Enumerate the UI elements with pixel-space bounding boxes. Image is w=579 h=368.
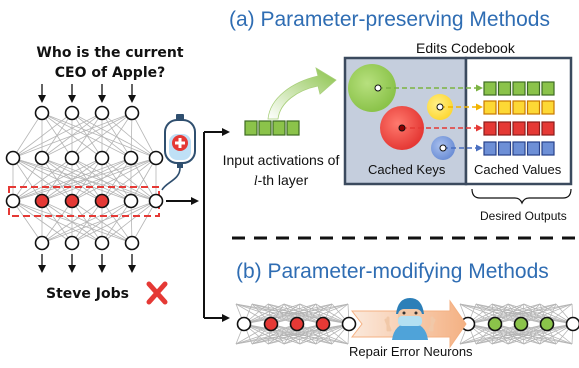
network-neurons: [5, 105, 164, 251]
cached-keys-label: Cached Keys: [368, 162, 446, 177]
surgeon-icon: [384, 298, 436, 340]
neuron: [5, 150, 21, 166]
input-activations-label: Input activations of l-th layer: [222, 152, 340, 189]
neuron: [94, 150, 110, 166]
key-points: [374, 84, 447, 152]
error-neuron: [289, 316, 305, 332]
red-x-icon: [146, 281, 168, 305]
neuron: [34, 235, 50, 251]
value-vector-red: [483, 121, 555, 136]
neuron: [94, 235, 110, 251]
neuron: [94, 105, 110, 121]
cached-values-label: Cached Values: [474, 162, 562, 177]
cached-value-vectors: [483, 81, 555, 156]
section-b-title: (b) Parameter-modifying Methods: [236, 260, 549, 283]
error-neuron: [64, 193, 80, 209]
activation-lookup-arrow: [267, 67, 337, 120]
repaired-neuron: [513, 316, 529, 332]
cached-values-box: [464, 56, 573, 186]
value-vector-green: [483, 81, 555, 96]
neuron: [34, 105, 50, 121]
neuron: [34, 150, 50, 166]
neuron: [341, 316, 357, 332]
error-layer: [235, 303, 357, 345]
desired-outputs-label: Desired Outputs: [480, 209, 567, 223]
iv-bag-icon: [161, 114, 196, 191]
repaired-neuron: [539, 316, 555, 332]
neuron: [123, 150, 139, 166]
desired-outputs-brace: [471, 188, 572, 205]
neuron: [5, 193, 21, 209]
neuron: [124, 105, 140, 121]
neuron: [565, 316, 579, 332]
key-green: [348, 64, 396, 112]
branch-arrows: [203, 128, 230, 322]
key-value-links: [378, 84, 483, 152]
value-vector-blue: [483, 141, 555, 156]
question-text: Who is the current CEO of Apple?: [36, 45, 184, 81]
section-a-title: (a) Parameter-preserving Methods: [229, 8, 550, 31]
codebook-label: Edits Codebook: [416, 40, 515, 56]
neuron: [148, 150, 164, 166]
repaired-neuron: [487, 316, 503, 332]
neuron: [236, 316, 252, 332]
answer-text: Steve Jobs: [46, 286, 129, 302]
neuron: [148, 193, 164, 209]
output-arrows: [38, 254, 136, 273]
network-connections: [12, 112, 157, 244]
error-neuron: [94, 193, 110, 209]
input-arrows: [38, 84, 136, 103]
neuron: [123, 193, 139, 209]
error-neuron: [34, 193, 50, 209]
value-vector-yellow: [483, 100, 555, 115]
repair-label: Repair Error Neurons: [349, 344, 473, 359]
repaired-layer: [459, 303, 579, 345]
neuron: [64, 105, 80, 121]
error-neuron: [263, 316, 279, 332]
neuron: [64, 235, 80, 251]
neuron: [124, 235, 140, 251]
input-activation-vector: [244, 120, 300, 136]
neuron: [64, 150, 80, 166]
error-neuron: [315, 316, 331, 332]
